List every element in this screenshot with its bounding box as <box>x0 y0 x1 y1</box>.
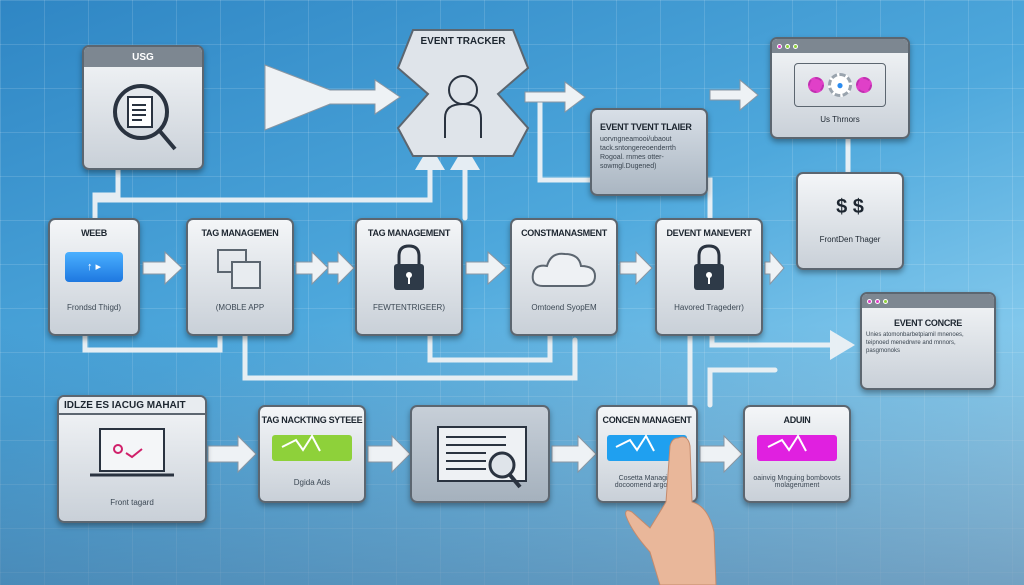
arrow-tag-tag-2 <box>327 250 355 286</box>
usg-window[interactable]: USG <box>82 45 204 170</box>
frontden-card[interactable]: $ $ FrontDen Thager <box>796 172 904 270</box>
line-graph-icon <box>757 435 837 461</box>
node-document-search[interactable] <box>410 405 550 503</box>
node-constmanasment[interactable]: CONSTMANASMENT Omtoend SyopEM <box>510 218 618 336</box>
event-tlaier-title: EVENT TVENT TLAIER <box>600 122 692 132</box>
window-titlebar <box>772 39 908 53</box>
node-title: WEEB <box>81 228 107 238</box>
event-concre-line: teipnoed menedrwre and mnnors, <box>866 339 956 346</box>
arrow-tag-const <box>465 250 507 286</box>
us-thrnors-window[interactable]: ● Us Thrnors <box>770 37 910 139</box>
arrow-tlaier-thrnors <box>709 78 759 112</box>
usg-title: USG <box>84 47 202 67</box>
event-concre-window[interactable]: EVENT CONCRE Unies atomonbarbetpiamil mn… <box>860 292 996 390</box>
event-tlaier-line: tack.sntongereoenderrth <box>600 145 676 153</box>
node-title: CONSTMANASMENT <box>521 228 607 238</box>
node-aduin[interactable]: ADUIN oainvig Mnguing bombovots molageru… <box>743 405 851 503</box>
node-title: CONCEN MANAGENT <box>602 415 692 425</box>
event-concre-line: Unies atomonbarbetpiamil mnenoes, <box>866 332 964 338</box>
gear-icon <box>856 77 872 93</box>
event-tlaier-card[interactable]: EVENT TVENT TLAIER uorvngneamooi/ubaout … <box>590 108 708 196</box>
arrow-big-tracker <box>264 64 401 131</box>
node-web[interactable]: WEEB ↑ ▸ Frondsd Thigd) <box>48 218 140 336</box>
event-tlaier-line: sowmgl.Dugened) <box>600 163 657 171</box>
arrow-devent-out <box>764 250 785 286</box>
node-title: ADUIN <box>783 415 811 425</box>
windows-icon <box>217 249 261 289</box>
arrow-b2-b3 <box>367 434 411 474</box>
node-caption: (MOBLE APP <box>215 303 265 312</box>
node-tag-managemen[interactable]: TAG MANAGEMEN (MOBLE APP <box>186 218 294 336</box>
arrow-b3-b4 <box>551 434 597 474</box>
node-caption: Dgida Ads <box>293 478 331 487</box>
connector-usg-web <box>92 167 121 221</box>
window-titlebar <box>862 294 994 308</box>
node-caption: Frondsd Thigd) <box>66 303 122 312</box>
node-title: TAG NACKTING SYTEEE <box>261 415 363 425</box>
line-graph-icon <box>272 435 352 461</box>
arrow-b4-b5 <box>699 434 743 474</box>
node-caption: Havored Tragederr) <box>674 303 744 312</box>
us-thrnors-caption: Us Thrnors <box>820 115 860 124</box>
lock-icon <box>694 244 724 290</box>
node-caption: Cosetta Managing docoomend argorent <box>614 475 680 489</box>
arrow-web-tag <box>142 250 183 286</box>
pointing-hand <box>625 436 717 585</box>
node-caption: oainvig Mnguing bombovots molagerument <box>753 475 841 489</box>
play-button-icon[interactable]: ↑ ▸ <box>65 252 123 282</box>
node-devent-manevert[interactable]: DEVENT MANEVERT Havored Tragederr) <box>655 218 763 336</box>
connector-loop-long <box>242 333 578 381</box>
connector-loop-mid <box>427 333 553 363</box>
event-concre-title: EVENT CONCRE <box>894 318 962 328</box>
connector-loop-web <box>82 333 223 353</box>
node-title: TAG MANAGEMEN <box>201 228 279 238</box>
node-title: IDLZE ES IACUG MAHAIT <box>59 397 205 415</box>
node-caption: Omtoend SyopEM <box>531 303 597 312</box>
node-tag-nackting[interactable]: TAG NACKTING SYTEEE Dgida Ads <box>258 405 366 503</box>
event-concre-line: pasgmonoks <box>866 347 901 354</box>
arrow-const-devent <box>619 250 653 286</box>
gear-icon: ● <box>828 73 852 97</box>
connector-loop-top <box>92 145 445 203</box>
dollar-gears-icon: $ $ <box>836 196 864 218</box>
document-search-icon <box>113 84 177 151</box>
gear-icon <box>808 77 824 93</box>
arrow-tracker-tlaier <box>524 81 586 113</box>
node-idlze[interactable]: IDLZE ES IACUG MAHAIT Front tagard <box>57 395 207 523</box>
arrow-tag-tag-1 <box>295 250 329 286</box>
event-tracker-title: EVENT TRACKER <box>420 36 506 47</box>
document-search-icon <box>437 426 527 489</box>
node-caption: Front tagard <box>110 498 154 507</box>
laptop-icon <box>90 428 174 477</box>
node-caption: FEWTENTRIGEER) <box>373 303 445 312</box>
event-tlaier-line: uorvngneamooi/ubaout <box>600 136 672 143</box>
event-tlaier-line: Rogoal. rnmes otter- <box>600 154 664 162</box>
arrow-b1-b2 <box>207 434 257 474</box>
node-title: DEVENT MANEVERT <box>666 228 752 238</box>
cloud-icon <box>531 252 597 287</box>
lock-icon <box>394 244 424 290</box>
frontden-caption: FrontDen Thager <box>819 235 881 244</box>
node-title: TAG MANAGEMENT <box>367 228 451 238</box>
event-tracker-node[interactable] <box>393 28 533 160</box>
connector-vert-right <box>707 367 778 408</box>
node-tag-management[interactable]: TAG MANAGEMENT FEWTENTRIGEER) <box>355 218 463 336</box>
connector-devent-concre <box>709 330 855 360</box>
